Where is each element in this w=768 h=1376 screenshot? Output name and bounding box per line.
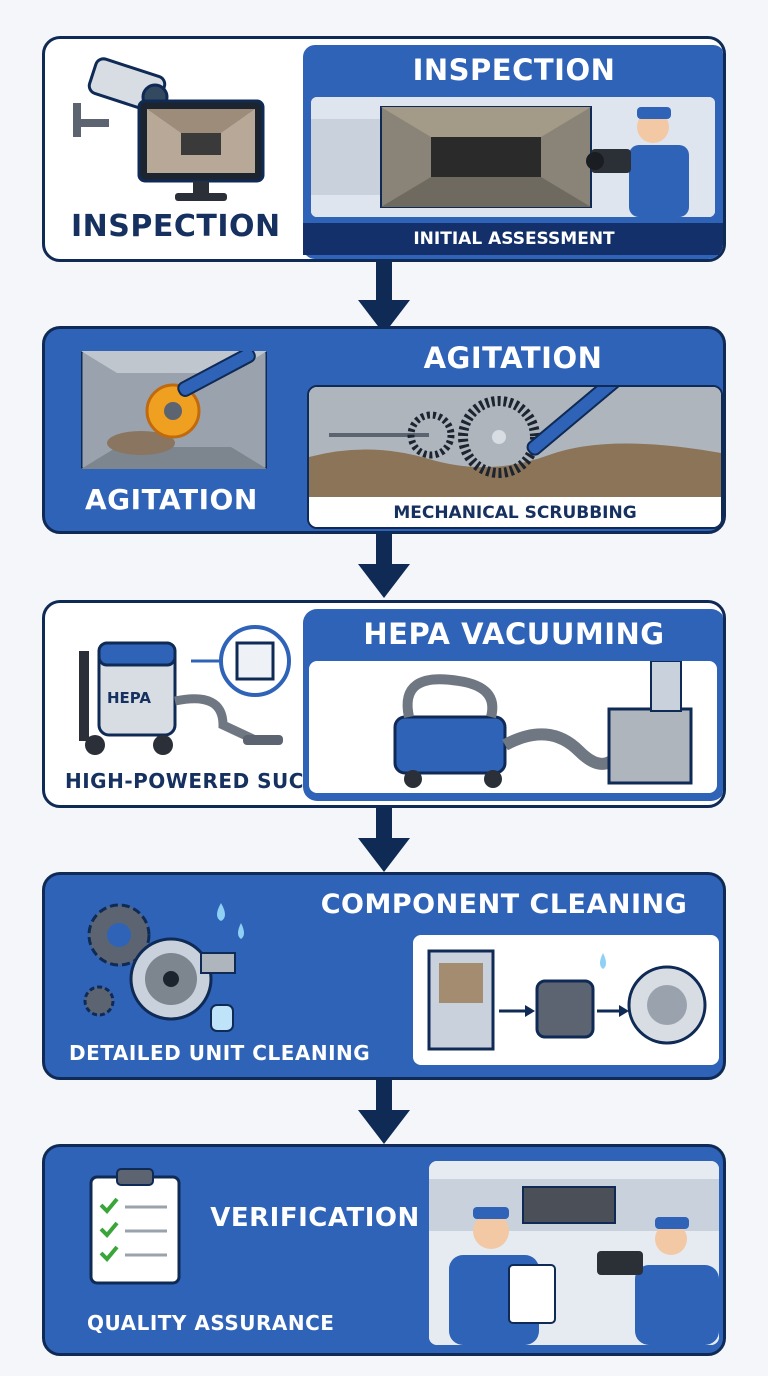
caption-agitation: MECHANICAL SCRUBBING (309, 497, 721, 527)
vacuum-icon (73, 621, 293, 757)
side-label-inspection: INSPECTION (71, 209, 281, 244)
duct-photo-hepa (309, 661, 717, 793)
side-label-verification: QUALITY ASSURANCE (87, 1311, 335, 1335)
flow-arrow-3 (354, 808, 414, 874)
monitor-icon (135, 97, 267, 207)
duct-photo-agitation: MECHANICAL SCRUBBING (307, 385, 723, 529)
checklist-icon (85, 1167, 185, 1287)
flow-arrow-1 (354, 262, 414, 336)
step-title-agitation: AGITATION (423, 341, 603, 375)
step-panel-hepa: HEPA HIGH-POWERED SUCTION HEPA VACUUMING (42, 600, 726, 808)
duct-photo-inspection (311, 97, 715, 217)
step-title-hepa: HEPA VACUUMING (363, 617, 665, 651)
step-title-component: COMPONENT CLEANING (320, 889, 688, 920)
step-title-inspection: INSPECTION (412, 53, 616, 87)
step-panel-verification: VERIFICATION QUALITY ASSURANCE (42, 1144, 726, 1356)
hepa-tag: HEPA (107, 689, 152, 707)
rotary-brush-icon (81, 351, 267, 469)
flow-arrow-4 (354, 1080, 414, 1146)
caption-inspection: INITIAL ASSESSMENT (303, 223, 723, 255)
unit-photo-component (413, 935, 719, 1065)
side-label-component: DETAILED UNIT CLEANING (69, 1041, 371, 1065)
technicians-photo-verification (429, 1161, 719, 1345)
gears-fan-icon (71, 893, 261, 1033)
step-panel-inspection: INSPECTION INSPECTION INITIAL ASSESSMENT (42, 36, 726, 262)
step-panel-component: DETAILED UNIT CLEANING COMPONENT CLEANIN… (42, 872, 726, 1080)
step-panel-agitation: AGITATION AGITATION MECHANICAL SCRUBBING (42, 326, 726, 534)
flow-arrow-2 (354, 534, 414, 600)
step-title-verification: VERIFICATION (210, 1203, 420, 1233)
side-label-agitation: AGITATION (85, 483, 258, 516)
